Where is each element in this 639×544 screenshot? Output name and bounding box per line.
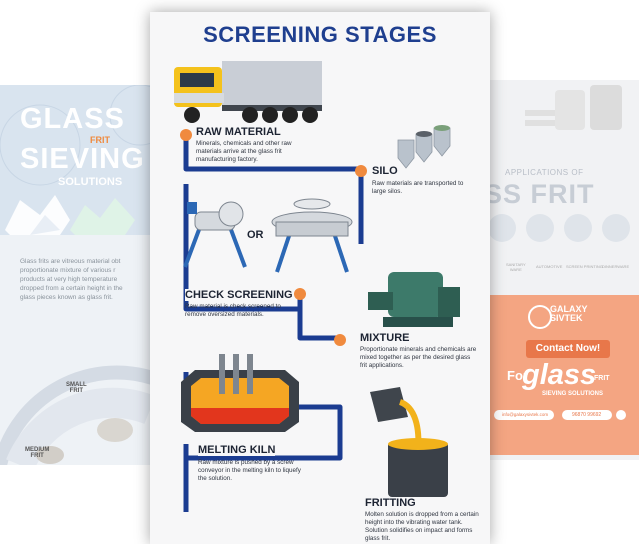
or-label: OR [247,229,264,241]
body-line: glass pieces known as glass frit. [20,294,113,301]
frit-small-text: FRIT [594,375,610,382]
left-card-body: Glass frits are vitreous material obt pr… [20,257,170,302]
brand-line-1: GALAXY [550,304,588,314]
truck-image [174,61,322,123]
stage-dot-mixture [334,334,346,346]
right-background-card: APPLICATIONS OF SS FRIT SANITARY WARE AU… [470,80,639,460]
medium-frit-label: MEDIUM FRIT [25,447,50,459]
stage-desc-silo: Raw materials are transported to large s… [372,180,464,195]
stage-dot-check-screening [294,288,306,300]
stage-dot-silo [355,165,367,177]
contact-now-button[interactable]: Contact Now! [526,340,610,358]
whatsapp-icon[interactable] [616,410,626,420]
body-line: products at very high temperature [20,276,118,283]
centrifugal-sifter-image [183,201,247,268]
frit-word: FRIT [90,135,110,145]
stage-desc-mixture: Proportionate minerals and chemicals are… [360,346,477,369]
stage-desc-melting-kiln: Raw mixture is pushed by a screw conveyo… [198,459,301,482]
screening-stages-card: SCREENING STAGES RAW MATERIAL Minerals, … [150,12,490,544]
stage-desc-check-screening: Raw material is check screened to remove… [185,303,281,318]
vibro-sifter-image [271,198,353,273]
glass-heading: GLASS [20,103,125,135]
small-frit-label: SMALL FRIT [66,382,87,394]
application-icons [488,214,630,242]
brand-line-2: SIVTEK [550,313,583,323]
applications-title: APPLICATIONS OF [505,168,584,177]
stage-desc-raw-material: Minerals, chemicals and other raw materi… [196,140,292,163]
left-card-header: GLASS FRIT SIEVING SOLUTIONS [0,85,175,235]
email-link[interactable]: info@galaxysivtek.com [494,410,554,420]
frit-size-diagram [0,365,174,465]
app-label-screen-printing: SCREEN PRINTING [566,264,603,269]
stage-title-fritting: FRITTING [365,497,416,509]
stage-title-silo: SILO [372,165,398,177]
app-label-dinnerware: DINNERWARE [602,264,630,269]
body-line: proportionate mixture of various r [20,267,116,274]
stage-title-check-screening: CHECK SCREENING [185,289,293,301]
glass-crystals-image [5,195,135,235]
glass-frit-big-title: SS FRIT [484,179,595,209]
mixer-image [368,272,460,327]
phone-link[interactable]: 96870 99692 [562,410,612,420]
glass-text: glass [522,359,597,391]
melting-kiln-image [181,354,299,432]
app-label-automotive: AUTOMOTIVE [536,264,563,269]
stage-desc-fritting: Molten solution is dropped from a certai… [365,511,479,542]
galaxy-logo-icon [528,305,552,329]
stage-title-raw-material: RAW MATERIAL [196,126,281,138]
for-text: For [507,368,528,383]
sieving-heading: SIEVING [20,143,145,175]
app-label-sanitary: SANITARY WARE [506,262,526,272]
body-line: Glass frits are vitreous material obt [20,258,121,265]
fritting-tank-image [370,387,448,497]
silo-image [397,125,451,169]
body-line: dropped from a certain height in the [20,285,123,292]
stage-dot-raw-material [180,129,192,141]
stage-title-mixture: MIXTURE [360,332,410,344]
left-background-card: GLASS FRIT SIEVING SOLUTIONS Glass frits… [0,85,175,465]
jumbo-bags-image [525,85,622,130]
contact-panel: GALAXY SIVTEK Contact Now! For glass FRI… [470,295,639,455]
sieving-solutions-text: SIEVING SOLUTIONS [542,391,604,397]
stage-title-melting-kiln: MELTING KILN [198,444,276,456]
page-title: SCREENING STAGES [203,22,437,47]
solutions-subtitle: SOLUTIONS [58,176,123,188]
